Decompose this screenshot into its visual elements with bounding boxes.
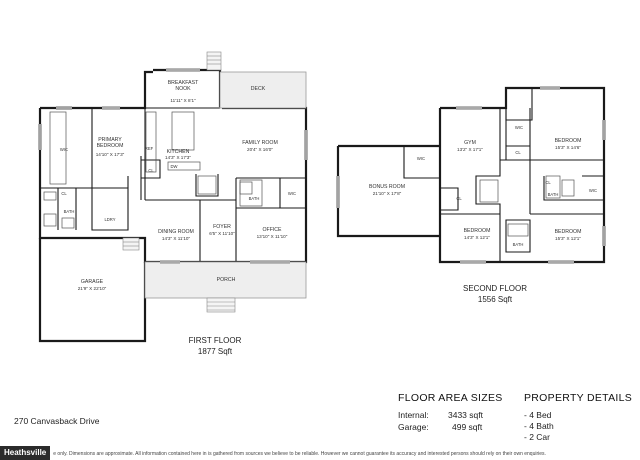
primary-bedroom-dims: 14'10" X 17'3" [96, 152, 125, 157]
wic-a-label: WIC [515, 125, 523, 130]
property-baths: - 4 Bath [524, 421, 554, 431]
disclaimer-text: e only. Dimensions are approximate. All … [53, 451, 546, 457]
cl-primary-label: CL [61, 191, 67, 196]
cl-hall-label: CL [148, 168, 154, 173]
bath-half-label: BATH [249, 196, 260, 201]
ref-label: REF [145, 146, 154, 151]
bedroom-b-dims: 14'3" X 12'1" [464, 235, 490, 240]
bedroom-a-label: BEDROOM [555, 138, 582, 144]
garage-label: GARAGE [81, 279, 104, 285]
floor-area-heading: FLOOR AREA SIZES [398, 392, 503, 404]
internal-label: Internal: [398, 410, 429, 420]
porch-label: PORCH [217, 277, 236, 283]
deck [219, 71, 307, 109]
first-floor-title: FIRST FLOOR [188, 336, 242, 345]
first-floor-area: 1877 Sqft [197, 347, 233, 356]
wic-office-label: WIC [288, 191, 296, 196]
property-garage: - 2 Car [524, 432, 550, 442]
property-details-heading: PROPERTY DETAILS [524, 392, 633, 404]
wic-primary-label: WIC [60, 147, 68, 152]
foyer-dims: 6'5" X 11'10" [209, 231, 235, 236]
office-label: OFFICE [262, 227, 282, 233]
bath-b-label: BATH [513, 242, 524, 247]
cl-c-label: CL [545, 180, 551, 185]
address-line-2: Heathsville [0, 446, 51, 460]
cl-b-label: CL [515, 150, 521, 155]
first-floor-garage-walls [38, 238, 147, 343]
family-room-dims: 20'4" X 16'0" [247, 147, 273, 152]
property-beds: - 4 Bed [524, 410, 552, 420]
breakfast-nook-dims: 11'11" X 8'1" [170, 98, 196, 103]
cl-a-label: CL [456, 196, 462, 201]
wic-b-label: WIC [417, 156, 425, 161]
gym-label: GYM [464, 140, 476, 146]
dining-room-dims: 14'3" X 11'10" [162, 236, 191, 241]
bedroom-c-dims: 15'3" X 12'1" [555, 236, 581, 241]
bonus-room-label: BONUS ROOM [369, 184, 405, 190]
bedroom-a-dims: 15'3" X 14'6" [555, 145, 581, 150]
bath-a-label: BATH [548, 192, 559, 197]
gym-dims: 13'2" X 17'1" [457, 147, 483, 152]
kitchen-dims: 14'3" X 17'3" [165, 155, 191, 160]
kitchen-label: KITCHEN [167, 149, 190, 155]
bath-primary-label: BATH [64, 209, 75, 214]
dw-label: DW [171, 164, 178, 169]
office-dims: 13'10" X 11'10" [257, 234, 288, 239]
second-floor-title: SECOND FLOOR [462, 284, 527, 293]
address-line-1: 270 Canvasback Drive [14, 416, 100, 426]
family-room-label: FAMILY ROOM [242, 140, 278, 146]
garage-dims: 21'9" X 22'10" [78, 286, 107, 291]
dining-room-label: DINING ROOM [158, 229, 194, 235]
wic-c-label: WIC [589, 188, 597, 193]
garage-area-label: Garage: [398, 422, 429, 432]
second-floor-area: 1556 Sqft [477, 295, 513, 304]
laundry-label: LDRY [104, 217, 115, 222]
first-floor-caption: FIRST FLOOR 1877 Sqft [170, 335, 260, 357]
bedroom-b-label: BEDROOM [464, 228, 491, 234]
bedroom-c-label: BEDROOM [555, 229, 582, 235]
second-floor-caption: SECOND FLOOR 1556 Sqft [450, 283, 540, 305]
bonus-room-dims: 21'10" X 17'8" [373, 191, 402, 196]
deck-label: DECK [251, 86, 266, 92]
garage-area-value: 499 sqft [452, 422, 483, 432]
internal-value: 3433 sqft [448, 410, 483, 420]
foyer-label: FOYER [213, 224, 231, 230]
